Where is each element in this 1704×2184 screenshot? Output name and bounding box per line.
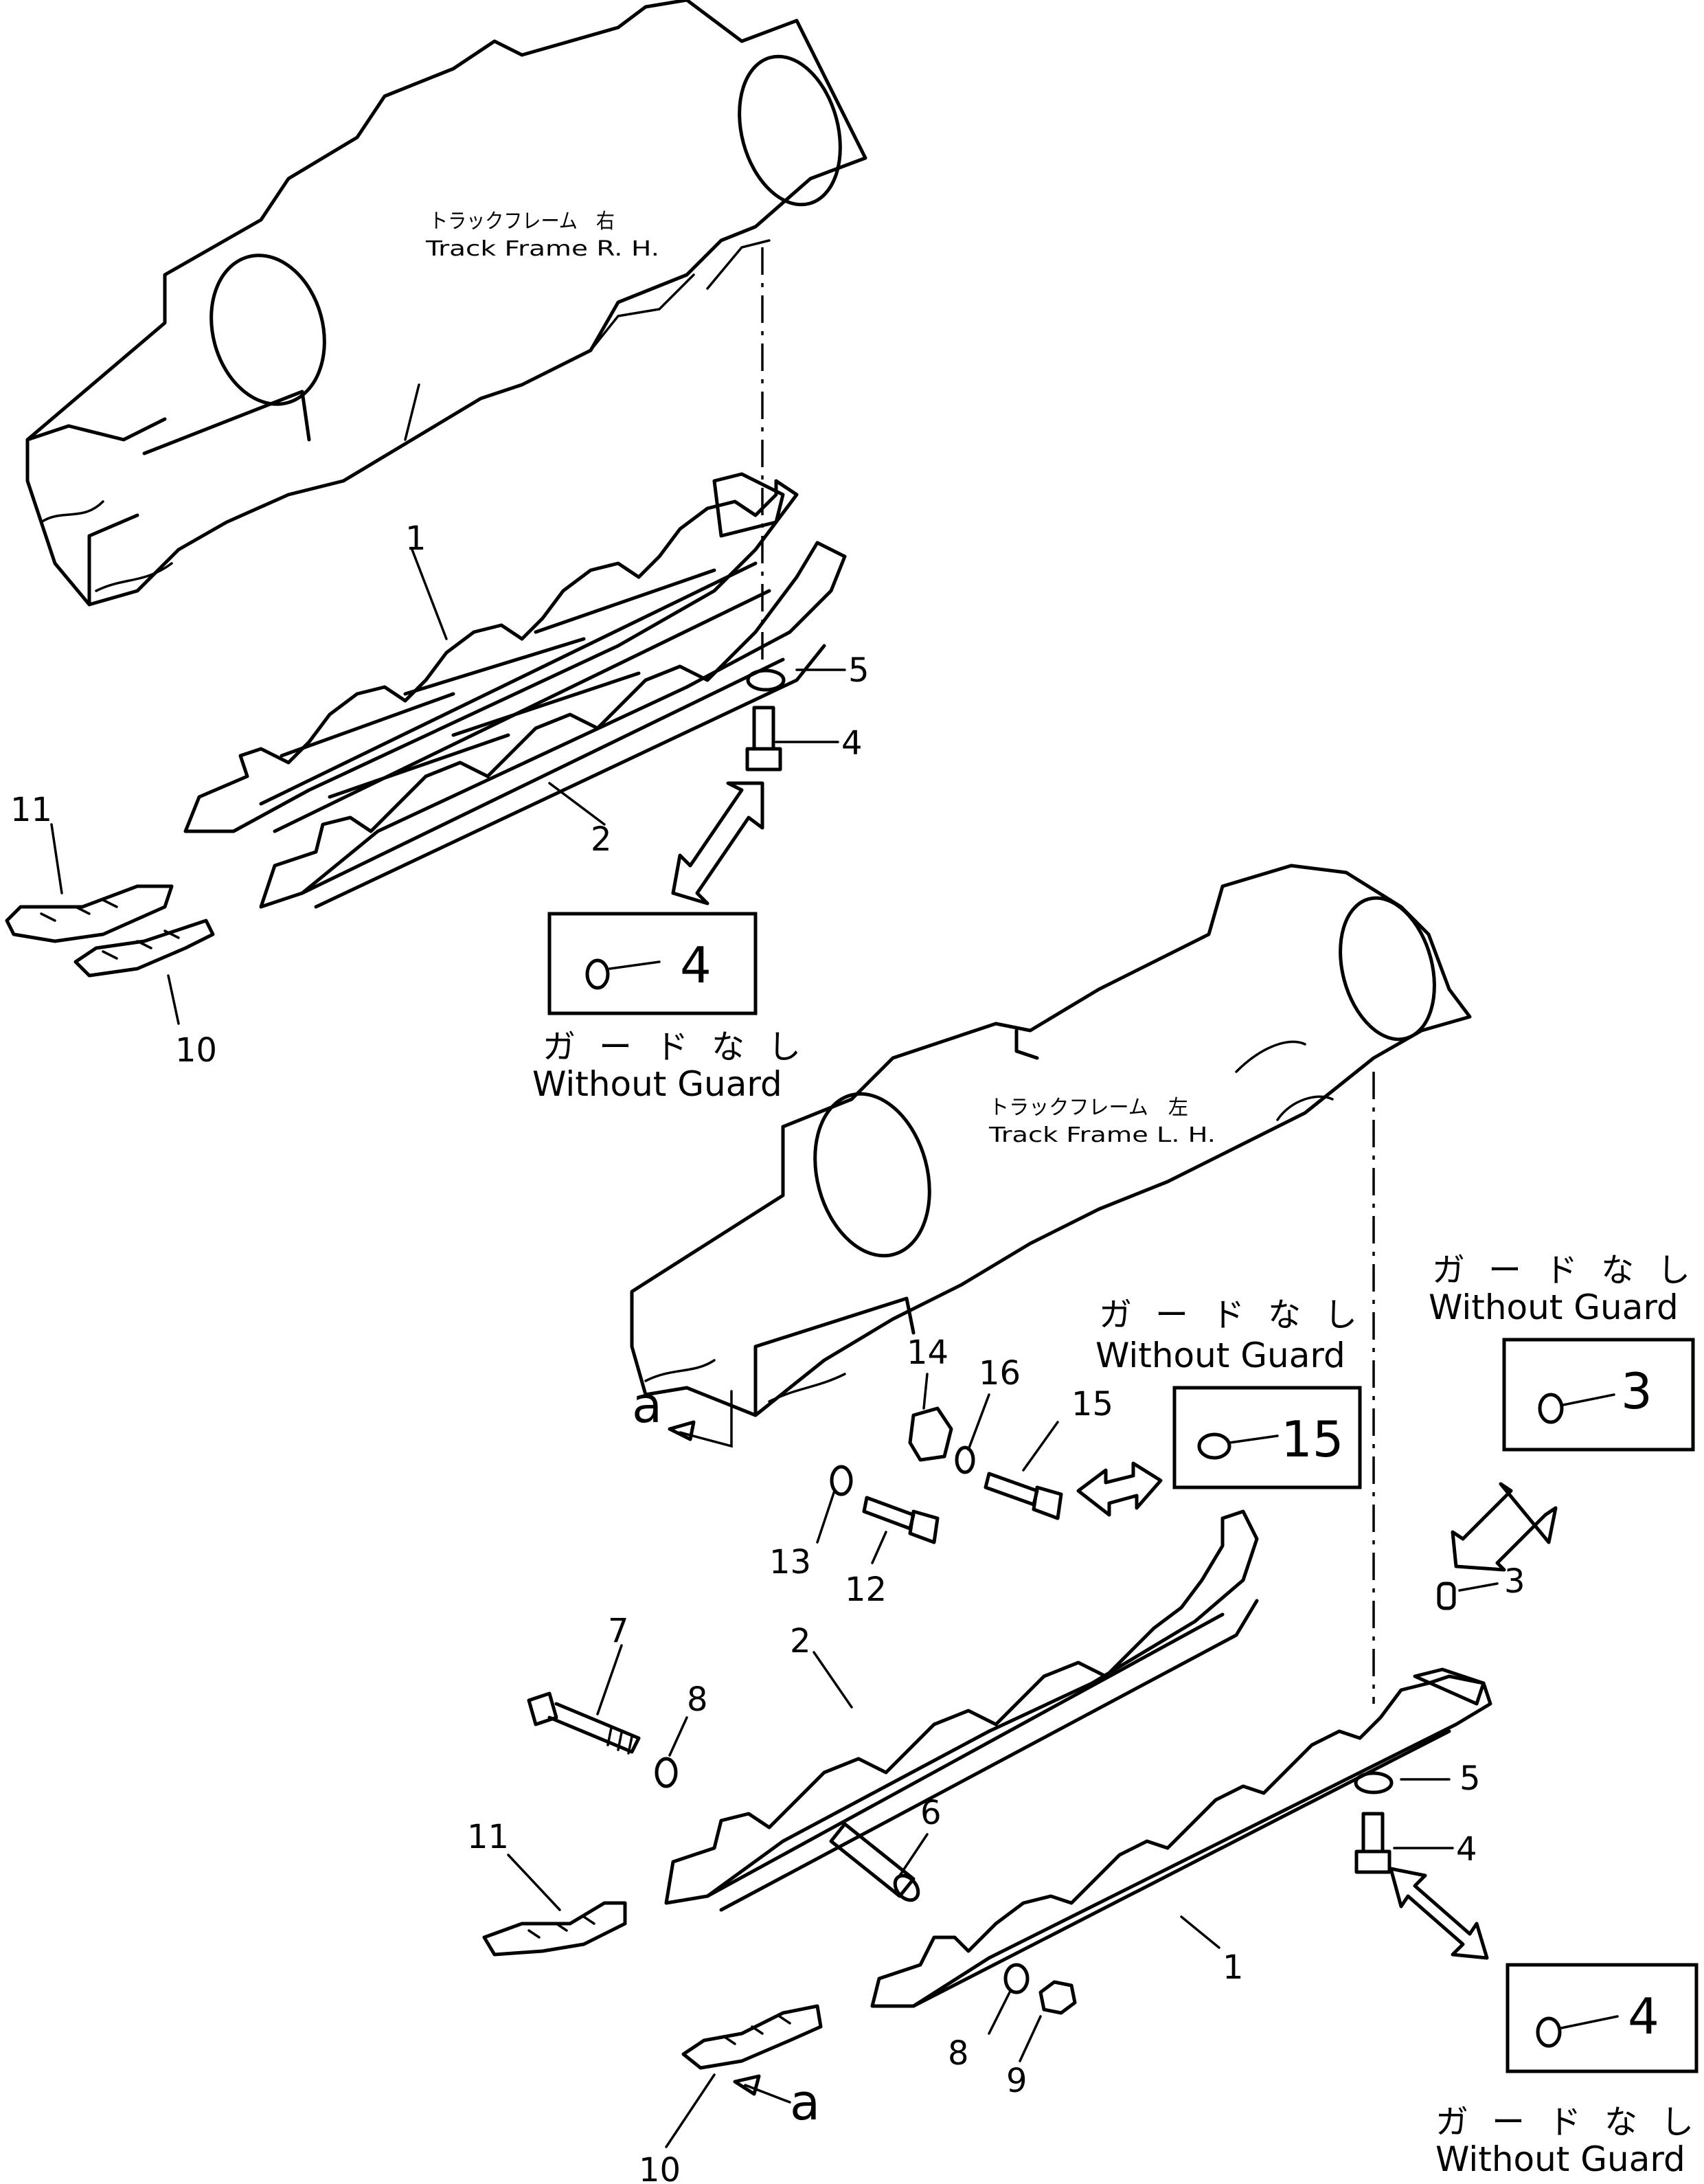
callout-3: 3	[1504, 1562, 1525, 1601]
frame-rh-jp: トラックフレーム 右	[429, 210, 615, 234]
plate-10-bottom	[681, 2004, 823, 2070]
plate-10-top	[73, 919, 215, 978]
callout-13: 13	[769, 1543, 811, 1581]
frame-rh-en: Track Frame R. H.	[425, 237, 659, 261]
guard-note-middle-en: Without Guard	[1095, 1336, 1345, 1375]
callout-6: 6	[920, 1794, 942, 1832]
double-arrow-right-upper	[1451, 1482, 1558, 1572]
frame-lh-en: Track Frame L. H.	[988, 1123, 1216, 1147]
double-arrow-middle	[1076, 1461, 1163, 1517]
callout-15: 15	[1071, 1385, 1113, 1423]
callout-14: 14	[907, 1333, 948, 1372]
frame-lh-jp: トラックフレーム 左	[989, 1096, 1188, 1120]
callout-5-bottom: 5	[1459, 1759, 1481, 1798]
guard-note-right-upper-en: Without Guard	[1429, 1287, 1679, 1327]
box-top-num: 4	[680, 936, 712, 994]
view-marker-a-lower: a	[790, 2073, 820, 2131]
double-arrow-top	[671, 781, 764, 905]
callout-16: 16	[979, 1354, 1021, 1393]
guard-note-middle-jp: ガードなし	[1099, 1296, 1381, 1334]
box-right-lower-num: 4	[1628, 1988, 1659, 2045]
callout-11-top: 11	[10, 791, 52, 829]
box-right-upper-num: 3	[1621, 1362, 1652, 1420]
callout-7: 7	[608, 1612, 629, 1650]
guard-note-right-upper-jp: ガードなし	[1432, 1251, 1704, 1290]
guard-note-right-lower-jp: ガードなし	[1435, 2103, 1704, 2141]
washer-5-top	[746, 668, 786, 692]
callout-12: 12	[845, 1571, 887, 1609]
bolt-icon-middle	[1197, 1432, 1279, 1460]
callout-10-top: 10	[175, 1031, 217, 1070]
callout-1-top: 1	[405, 519, 427, 558]
washer-5-bottom	[1354, 1771, 1394, 1794]
washer-16	[955, 1445, 975, 1474]
guard-note-top-jp: ガードなし	[543, 1028, 824, 1066]
callout-8-lower: 8	[948, 2034, 969, 2073]
washer-13	[830, 1465, 853, 1496]
option-box-right-lower	[1506, 1963, 1699, 2073]
bolt-icon-right-upper	[1538, 1393, 1615, 1424]
double-arrow-right-lower	[1389, 1867, 1489, 1960]
bolt-4-bottom	[1354, 1812, 1391, 1874]
callout-1-bottom: 1	[1223, 1948, 1244, 1987]
bolt-3	[1437, 1581, 1456, 1610]
callout-9: 9	[1006, 2062, 1027, 2100]
track-guard-2-bottom	[664, 1509, 1259, 1912]
nut-9	[1038, 1980, 1077, 2015]
option-box-right-upper	[1502, 1338, 1695, 1452]
guard-note-top-en: Without Guard	[532, 1064, 782, 1104]
bolt-4-top	[745, 706, 782, 772]
bolt-icon-right-lower	[1536, 2015, 1619, 2048]
view-arrow-a-upper	[679, 1390, 733, 1448]
callout-4-bottom: 4	[1456, 1830, 1477, 1869]
bolt-12	[862, 1496, 940, 1544]
callout-4-top: 4	[841, 724, 863, 763]
view-marker-a-upper: a	[632, 1376, 662, 1434]
spacer-6	[829, 1822, 920, 1902]
view-arrow-a-lower	[744, 2084, 791, 2104]
guard-note-right-lower-en: Without Guard	[1435, 2139, 1685, 2179]
callout-5-top: 5	[848, 651, 870, 690]
track-frame-rh	[25, 0, 867, 660]
washer-8-upper	[655, 1757, 678, 1788]
plate-11-top	[5, 884, 174, 943]
track-guard-1-top	[183, 472, 799, 833]
callout-11-bottom: 11	[467, 1818, 509, 1856]
callout-10-bottom: 10	[639, 2151, 681, 2184]
washer-8-lower	[1003, 1963, 1030, 1994]
callout-8-upper: 8	[687, 1680, 708, 1719]
bolt-icon-top	[585, 958, 661, 990]
bolt-7	[527, 1691, 641, 1755]
track-guard-1-bottom	[870, 1667, 1492, 2008]
callout-2-top: 2	[591, 820, 612, 859]
track-guard-2-top	[259, 541, 847, 909]
plate-11-bottom	[482, 1901, 627, 1957]
bolt-15	[984, 1472, 1063, 1520]
box-middle-num: 15	[1281, 1410, 1344, 1468]
track-frame-lh	[630, 864, 1472, 1704]
clip-14	[908, 1406, 953, 1462]
callout-2-bottom: 2	[790, 1622, 811, 1660]
